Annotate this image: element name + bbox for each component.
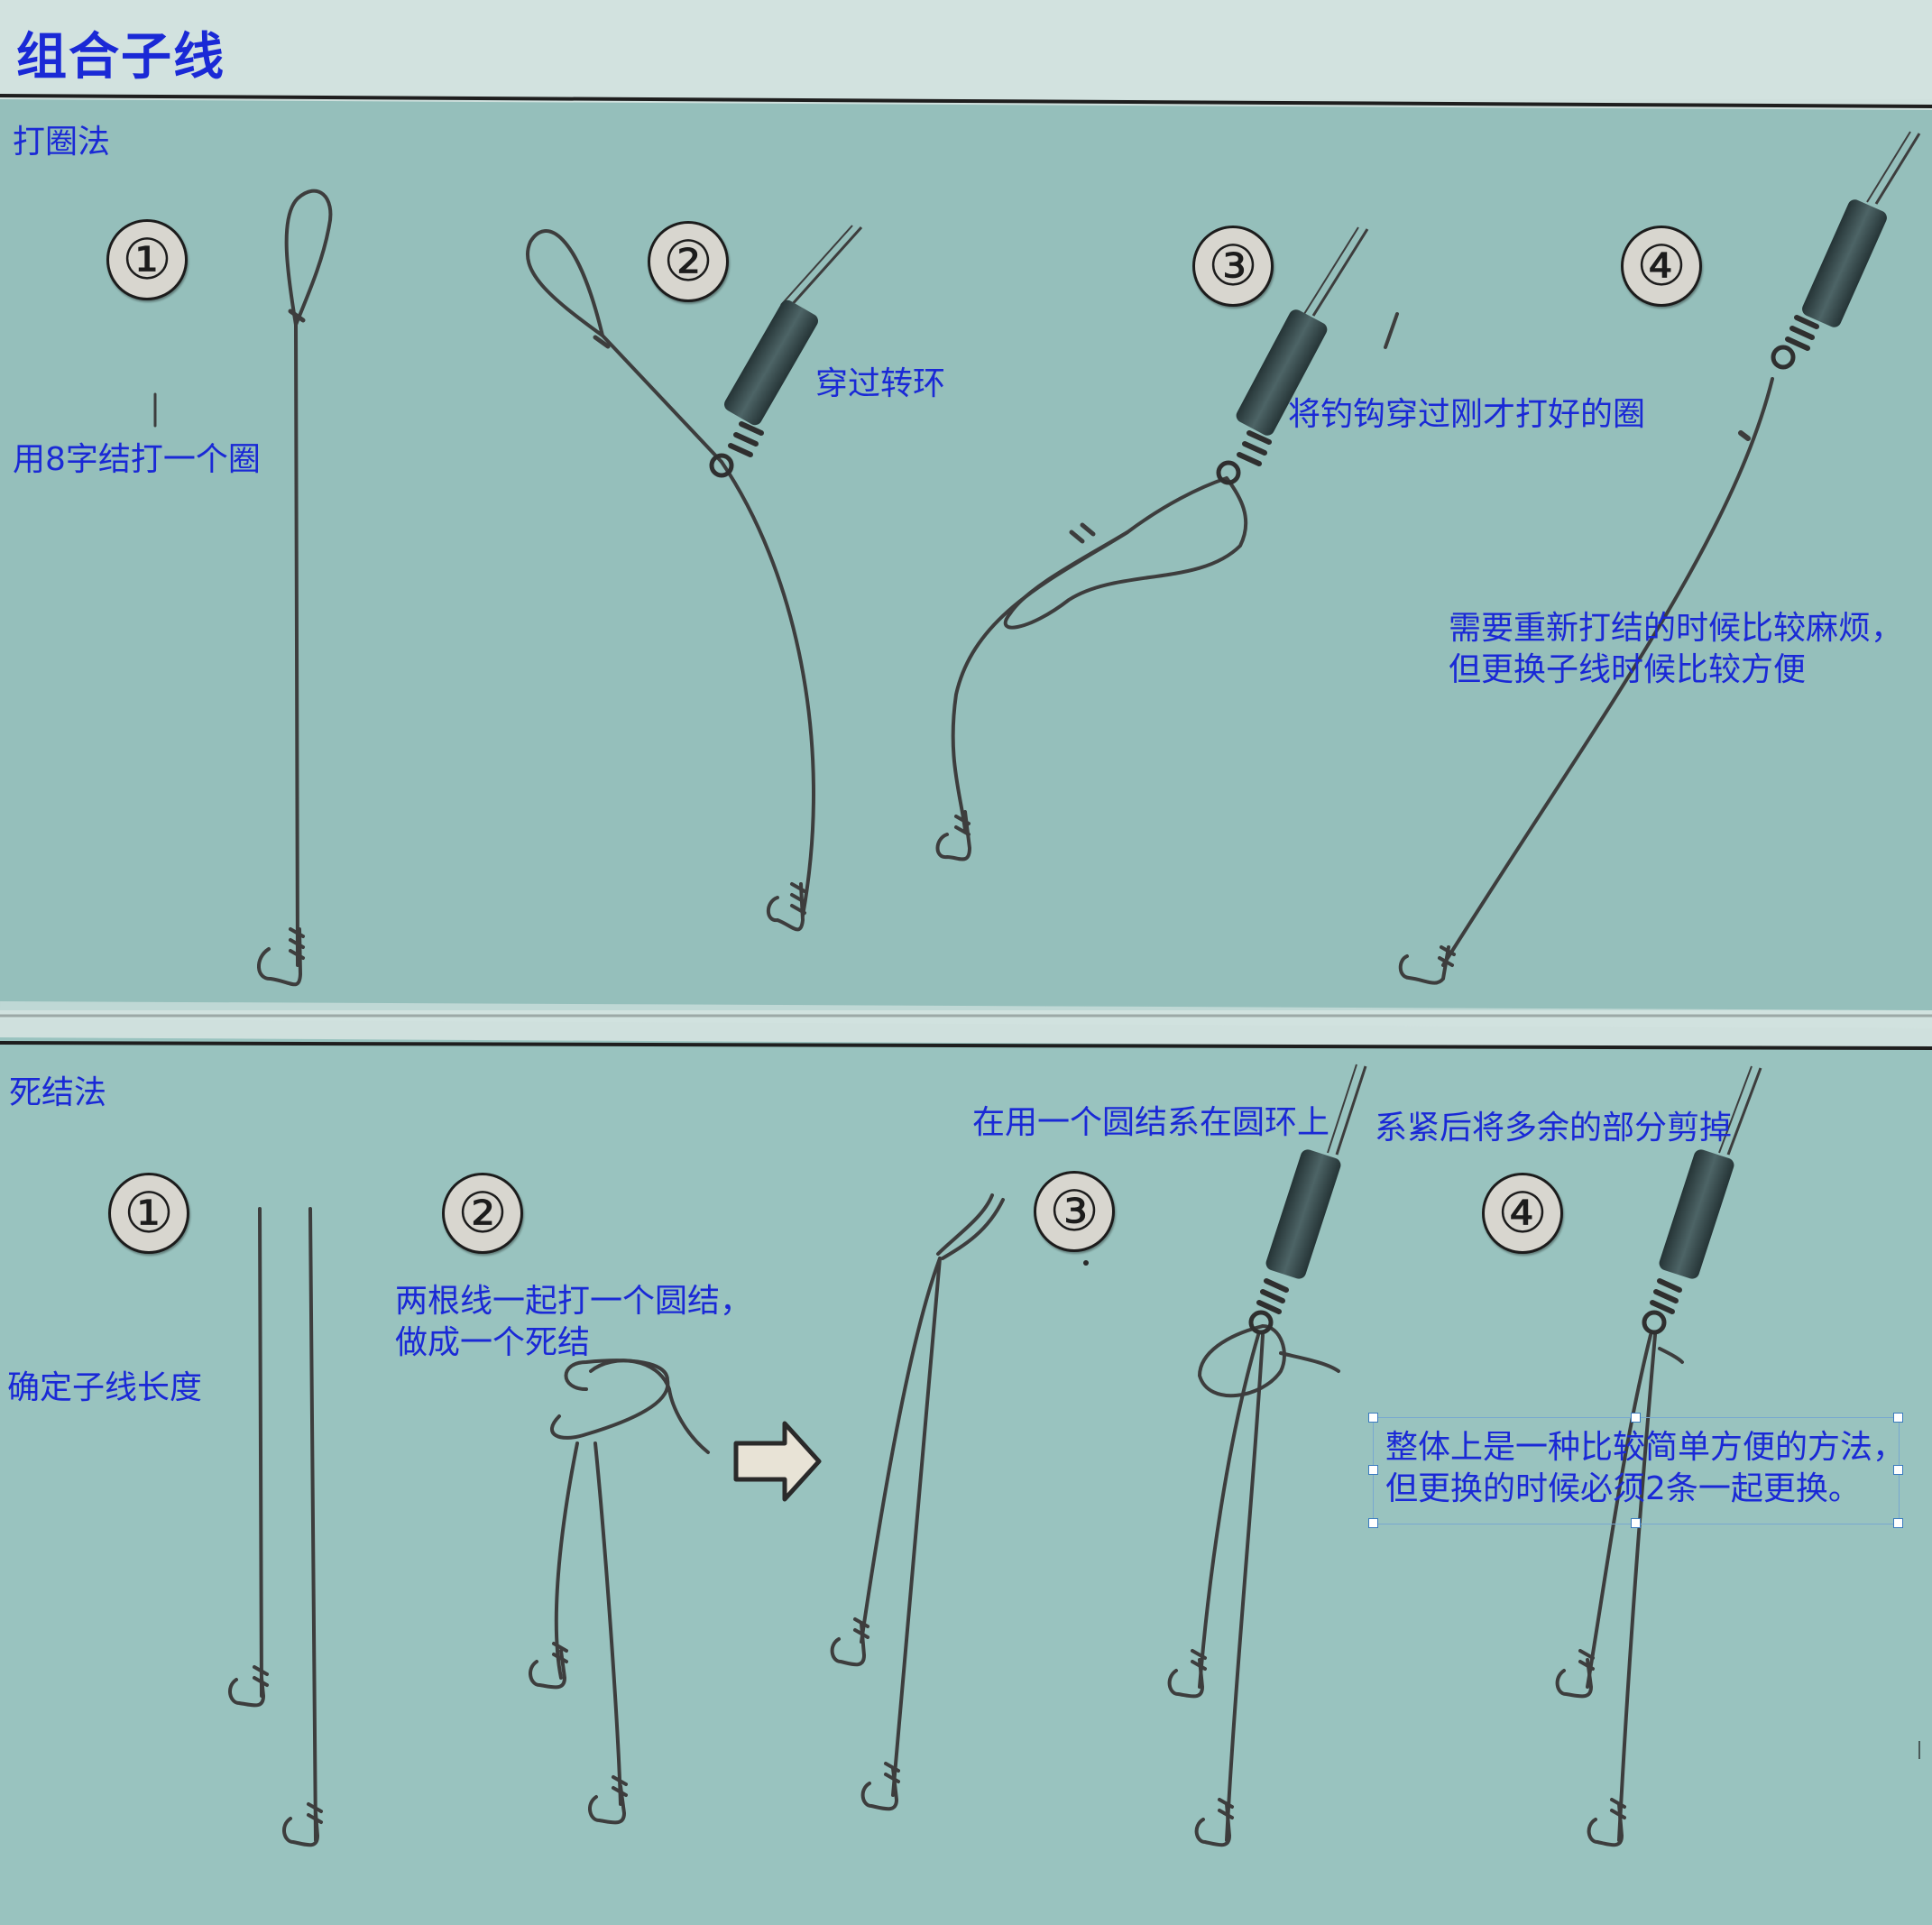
- s2-step-number-4: ④: [1482, 1173, 1563, 1254]
- s2-summary-line1[interactable]: 整体上是一种比较简单方便的方法，: [1385, 1429, 1906, 1466]
- s2-step1-note: 确定子线长度: [7, 1369, 203, 1406]
- s2-step3-hooks: [830, 1617, 900, 1811]
- stray-dot: [1083, 1260, 1089, 1266]
- panel-dead-knot-method: [0, 1037, 1932, 1925]
- s1-step4-swivel: [1771, 131, 1921, 370]
- s1-step3-note: 将钓钩穿过刚才打好的圈: [1288, 396, 1646, 433]
- s2-arrow-icon: [733, 1421, 822, 1502]
- s1-step3-hook: [935, 312, 1399, 861]
- resize-handle-bottom-middle[interactable]: [1631, 1518, 1641, 1528]
- resize-handle-middle-left[interactable]: [1368, 1465, 1378, 1475]
- s1-step4-line: [1441, 377, 1774, 967]
- s1-step1-note: 用8字结打一个圈: [13, 441, 261, 478]
- s2-step4-note: 系紧后将多余的部分剪掉: [1375, 1110, 1733, 1147]
- s2-step3b-hooks: [1167, 1649, 1234, 1847]
- s2-step3-note: 在用一个圆结系在圆环上: [972, 1104, 1330, 1141]
- s2-summary-line2[interactable]: 但更换的时候必须2条一起更换。: [1385, 1470, 1861, 1507]
- s1-step-number-4: ④: [1621, 226, 1702, 307]
- s1-step2-swivel: [709, 225, 863, 478]
- s1-step1-hook: [257, 927, 305, 987]
- s2-step1-hooks: [228, 1665, 323, 1847]
- s2-step4-lines: [1586, 1333, 1684, 1842]
- s2-step1-lines: [258, 1207, 317, 1842]
- s1-step2-note: 穿过转环: [815, 365, 946, 402]
- divider-middle-2: [0, 1041, 1932, 1050]
- s2-step2-line: [525, 229, 815, 917]
- s1-step4-note-line1: 需要重新打结的时候比较麻烦，: [1449, 610, 1904, 647]
- s1-step2-hook: [766, 882, 806, 932]
- s2-step3b-knot: [1197, 1324, 1340, 1842]
- resize-handle-bottom-left[interactable]: [1368, 1518, 1378, 1528]
- resize-handle-middle-right[interactable]: [1893, 1465, 1903, 1475]
- s1-step-number-2: ②: [648, 221, 729, 302]
- panel-loop-method: [0, 99, 1932, 1010]
- s2-step4-swivel: [1642, 1065, 1762, 1335]
- header-band: [0, 0, 1932, 99]
- s2-step-number-1: ①: [108, 1173, 189, 1254]
- resize-handle-bottom-right[interactable]: [1893, 1518, 1903, 1528]
- s2-step-number-2: ②: [442, 1173, 523, 1254]
- s2-step2-note-line1: 两根线一起打一个圆结，: [395, 1283, 753, 1320]
- s1-step1-line-loop: [153, 189, 333, 967]
- s1-step4-hook: [1398, 945, 1456, 985]
- page-title: 组合子线: [16, 28, 225, 87]
- s1-step-number-1: ①: [106, 219, 188, 300]
- s1-step3-line: [951, 476, 1248, 832]
- s1-step3-swivel: [1216, 226, 1369, 485]
- section-label-loop-method: 打圈法: [13, 124, 111, 161]
- s2-step-number-3: ③: [1034, 1171, 1115, 1252]
- resize-handle-top-right[interactable]: [1893, 1413, 1903, 1423]
- s2-step3-lines: [860, 1193, 1005, 1797]
- section-label-dead-knot-method: 死结法: [9, 1074, 107, 1111]
- resize-handle-top-middle[interactable]: [1631, 1413, 1641, 1423]
- s2-step4-hooks: [1555, 1649, 1626, 1847]
- s1-step-number-3: ③: [1192, 226, 1274, 307]
- s2-step3b-swivel: [1248, 1064, 1367, 1335]
- s2-step2-hooks: [529, 1642, 628, 1825]
- resize-handle-top-left[interactable]: [1368, 1413, 1378, 1423]
- s1-step4-note-line2: 但更换子线时候比较方便: [1449, 651, 1807, 688]
- s2-step2-note-line2: 做成一个死结: [395, 1324, 591, 1361]
- divider-top: [0, 94, 1932, 108]
